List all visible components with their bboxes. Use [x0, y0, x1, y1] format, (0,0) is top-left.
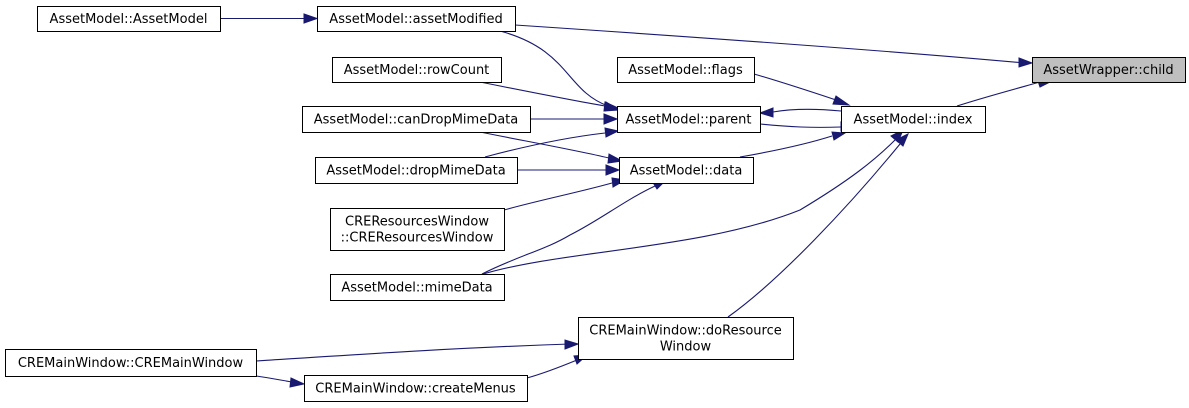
node-label: AssetModel::dropMimeData — [326, 164, 505, 179]
arrowhead — [758, 107, 774, 118]
node-box — [330, 274, 505, 301]
node-box — [332, 57, 502, 83]
node-label: AssetModel::index — [854, 113, 973, 128]
node-canDrop[interactable]: AssetModel::canDropMimeData — [302, 106, 531, 133]
node-label: AssetModel::flags — [628, 63, 743, 78]
arrowhead — [832, 95, 851, 106]
edge-line — [772, 108, 842, 113]
node-label: AssetModel::AssetModel — [50, 12, 208, 27]
node-label: AssetModel::parent — [626, 113, 752, 128]
node-label: ::CREResourcesWindow — [341, 231, 494, 246]
node-assetModified[interactable]: AssetModel::assetModified — [317, 6, 516, 32]
edge-doRes-to-index — [727, 132, 909, 318]
edge-rowCount-to-parent — [479, 81, 620, 112]
node-label: AssetWrapper::child — [1043, 63, 1173, 78]
node-label: AssetModel::mimeData — [341, 281, 492, 296]
node-label: AssetModel::data — [630, 164, 743, 179]
node-parent[interactable]: AssetModel::parent — [617, 106, 761, 133]
node-label: AssetModel::rowCount — [344, 63, 490, 78]
edge-data-to-index — [739, 131, 847, 158]
edge-flags-to-index — [753, 73, 851, 106]
node-mimeData[interactable]: AssetModel::mimeData — [330, 274, 505, 301]
node-label: CREMainWindow::doResource — [589, 324, 782, 339]
node-createMenus[interactable]: CREMainWindow::createMenus — [304, 375, 528, 402]
edge-line — [753, 73, 837, 101]
edge-line — [514, 24, 1020, 64]
edge-dropMime-to-data — [517, 164, 621, 176]
arrowhead — [1018, 57, 1034, 68]
node-box — [841, 106, 986, 133]
edge-dropMime-to-parent — [484, 127, 620, 158]
edge-line — [727, 143, 901, 318]
edge-assetModified-to-parent — [499, 30, 621, 112]
node-box — [578, 317, 794, 360]
node-box — [1032, 57, 1186, 83]
edge-line — [499, 30, 609, 107]
node-box — [317, 6, 516, 32]
arrowhead — [895, 132, 909, 147]
node-label: CREResourcesWindow — [345, 215, 489, 230]
node-label: Window — [660, 340, 712, 355]
edge-line — [479, 131, 610, 159]
edge-line — [255, 375, 293, 383]
arrowhead — [605, 164, 621, 176]
edge-line — [739, 135, 833, 158]
node-box — [617, 57, 755, 83]
edge-mainWin-to-doRes — [255, 339, 580, 362]
node-mainWin[interactable]: CREMainWindow::CREMainWindow — [5, 349, 257, 377]
arrowhead — [303, 13, 319, 24]
edge-mimeData-to-data — [481, 179, 668, 275]
node-child: AssetWrapper::child — [1032, 57, 1186, 83]
node-ctor[interactable]: AssetModel::AssetModel — [37, 6, 221, 32]
edge-creRes-to-data — [503, 177, 627, 211]
node-rowCount[interactable]: AssetModel::rowCount — [332, 57, 502, 83]
node-box — [302, 106, 531, 133]
node-label: CREMainWindow::CREMainWindow — [18, 356, 244, 371]
node-label: CREMainWindow::createMenus — [315, 382, 516, 397]
arrowhead — [603, 101, 620, 112]
edge-mimeData-to-index — [479, 128, 904, 276]
node-creRes[interactable]: CREResourcesWindow::CREResourcesWindow — [330, 208, 505, 251]
arrowhead — [604, 127, 620, 138]
edge-index-to-parent — [758, 107, 842, 118]
edge-line — [484, 132, 606, 158]
edge-line — [956, 81, 1041, 107]
node-box — [617, 106, 761, 133]
node-label: AssetModel::assetModified — [329, 12, 502, 27]
node-box — [5, 349, 257, 377]
edge-line — [481, 185, 656, 275]
node-flags[interactable]: AssetModel::flags — [617, 57, 755, 83]
edge-canDrop-to-data — [479, 131, 624, 164]
arrowhead — [831, 131, 847, 141]
edge-ctor-to-assetModified — [220, 13, 319, 24]
arrowhead — [564, 339, 580, 350]
edge-line — [503, 182, 613, 211]
node-index[interactable]: AssetModel::index — [841, 106, 986, 133]
arrowhead — [607, 153, 624, 164]
node-box — [619, 157, 754, 184]
edge-parent-to-index — [759, 121, 856, 132]
edge-line — [526, 359, 578, 379]
edge-mainWin-to-createMenus — [255, 375, 306, 388]
node-box — [315, 157, 518, 184]
arrowhead — [603, 113, 619, 125]
edge-line — [479, 81, 606, 107]
nodes-layer: AssetWrapper::childAssetModel::indexAsse… — [5, 6, 1186, 402]
edge-line — [479, 139, 896, 276]
edge-canDrop-to-parent — [530, 113, 619, 125]
edge-assetModified-to-child — [514, 24, 1034, 68]
node-box — [330, 208, 505, 251]
edge-line — [255, 343, 571, 362]
arrowhead — [289, 377, 306, 388]
node-dropMime[interactable]: AssetModel::dropMimeData — [315, 157, 518, 184]
node-label: AssetModel::canDropMimeData — [314, 113, 518, 128]
edge-line — [759, 123, 842, 128]
node-box — [37, 6, 221, 32]
node-data[interactable]: AssetModel::data — [619, 157, 754, 184]
node-box — [304, 375, 528, 402]
